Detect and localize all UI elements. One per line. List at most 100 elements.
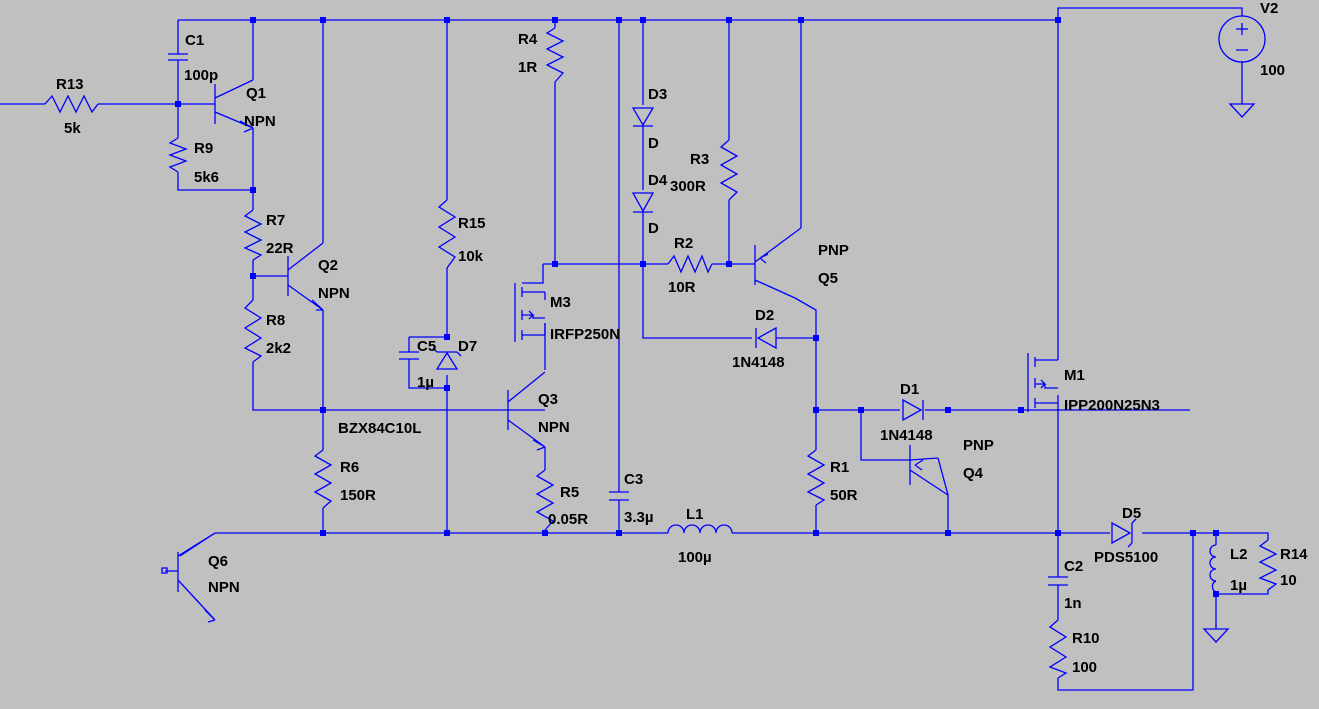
r15-resistor — [437, 199, 457, 269]
r6-value: 150R — [340, 487, 376, 504]
r9-resistor — [168, 137, 188, 173]
d4-ref: D4 — [648, 172, 668, 189]
c5-ref: C5 — [417, 338, 436, 355]
q5-transistor — [754, 227, 802, 299]
r9-ref: R9 — [194, 140, 213, 157]
r6-ref: R6 — [340, 459, 359, 476]
r9-value: 5k6 — [194, 169, 219, 186]
d7-value: BZX84C10L — [338, 420, 421, 437]
m3-ref: M3 — [550, 294, 571, 311]
d5-value: PDS5100 — [1094, 549, 1158, 566]
m1-ref: M1 — [1064, 367, 1085, 384]
r8-value: 2k2 — [266, 340, 291, 357]
c1-capacitor — [168, 53, 188, 61]
v2-ref: V2 — [1260, 0, 1278, 17]
l1-inductor — [667, 524, 733, 534]
r15-ref: R15 — [458, 215, 486, 232]
q5-value: PNP — [818, 242, 849, 259]
r2-resistor — [667, 254, 713, 274]
r8-resistor — [243, 299, 263, 363]
c5-capacitor — [399, 351, 419, 360]
q1-value: NPN — [244, 113, 276, 130]
m1-mosfet — [1027, 353, 1058, 412]
r3-value: 300R — [670, 178, 706, 195]
r2-value: 10R — [668, 279, 696, 296]
r10-resistor — [1048, 619, 1068, 679]
l2-inductor — [1209, 544, 1217, 593]
c2-ref: C2 — [1064, 558, 1083, 575]
v2-voltage-source — [1218, 15, 1266, 63]
q6-base-terminal — [161, 567, 168, 574]
r7-ref: R7 — [266, 212, 285, 229]
q5-ref: Q5 — [818, 270, 838, 287]
q2-ref: Q2 — [318, 257, 338, 274]
m1-value: IPP200N25N3 — [1064, 397, 1160, 414]
c3-ref: C3 — [624, 471, 643, 488]
r5-ref: R5 — [560, 484, 579, 501]
r1-value: 50R — [830, 487, 858, 504]
d7-zener-diode — [432, 347, 462, 370]
c2-capacitor — [1048, 576, 1068, 586]
c3-value: 3.3µ — [624, 509, 654, 526]
r14-ref: R14 — [1280, 546, 1308, 563]
r3-resistor — [719, 139, 739, 201]
d2-diode — [755, 326, 777, 350]
d4-diode — [631, 192, 655, 213]
l1-ref: L1 — [686, 506, 704, 523]
q2-value: NPN — [318, 285, 350, 302]
r8-ref: R8 — [266, 312, 285, 329]
v2-value: 100 — [1260, 62, 1285, 79]
q6-value: NPN — [208, 579, 240, 596]
d2-value: 1N4148 — [732, 354, 785, 371]
q3-ref: Q3 — [538, 391, 558, 408]
r4-resistor — [545, 27, 565, 83]
c1-value: 100p — [184, 67, 218, 84]
d2-ref: D2 — [755, 307, 774, 324]
c1-ref: C1 — [185, 32, 204, 49]
d7-ref: D7 — [458, 338, 477, 355]
wires — [0, 7, 1269, 691]
r2-ref: R2 — [674, 235, 693, 252]
ground-symbol — [1202, 628, 1230, 643]
r13-ref: R13 — [56, 76, 84, 93]
r4-ref: R4 — [518, 31, 538, 48]
r5-value: 0.05R — [548, 511, 588, 528]
r1-resistor — [806, 449, 826, 506]
r6-resistor — [313, 449, 333, 509]
r3-ref: R3 — [690, 151, 709, 168]
labels: C1 100p R13 5k Q1 NPN R9 5k6 R7 22R Q2 N… — [56, 0, 1308, 676]
q3-value: NPN — [538, 419, 570, 436]
q4-ref: Q4 — [963, 465, 984, 482]
q1-transistor — [214, 79, 254, 133]
d1-value: 1N4148 — [880, 427, 933, 444]
d5-ref: D5 — [1122, 505, 1141, 522]
m3-mosfet — [514, 283, 546, 342]
c3-capacitor — [609, 491, 629, 501]
l2-value: 1µ — [1230, 577, 1247, 594]
junctions — [175, 17, 1219, 597]
r13-value: 5k — [64, 120, 81, 137]
q4-value: PNP — [963, 437, 994, 454]
r5-resistor — [535, 469, 555, 531]
c2-value: 1n — [1064, 595, 1082, 612]
q6-ref: Q6 — [208, 553, 228, 570]
r10-value: 100 — [1072, 659, 1097, 676]
q3-transistor — [507, 371, 546, 451]
d4-value: D — [648, 220, 659, 237]
l2-ref: L2 — [1230, 546, 1248, 563]
r13-resistor — [44, 94, 99, 114]
r15-value: 10k — [458, 248, 484, 265]
ground-symbol — [1228, 103, 1256, 118]
r10-ref: R10 — [1072, 630, 1100, 647]
r14-resistor — [1258, 539, 1278, 591]
r7-value: 22R — [266, 240, 294, 257]
d3-value: D — [648, 135, 659, 152]
d5-diode — [1111, 518, 1137, 548]
r1-ref: R1 — [830, 459, 849, 476]
q2-transistor — [287, 242, 324, 311]
q4-transistor — [909, 445, 949, 496]
q6-transistor — [177, 532, 216, 623]
d1-ref: D1 — [900, 381, 919, 398]
